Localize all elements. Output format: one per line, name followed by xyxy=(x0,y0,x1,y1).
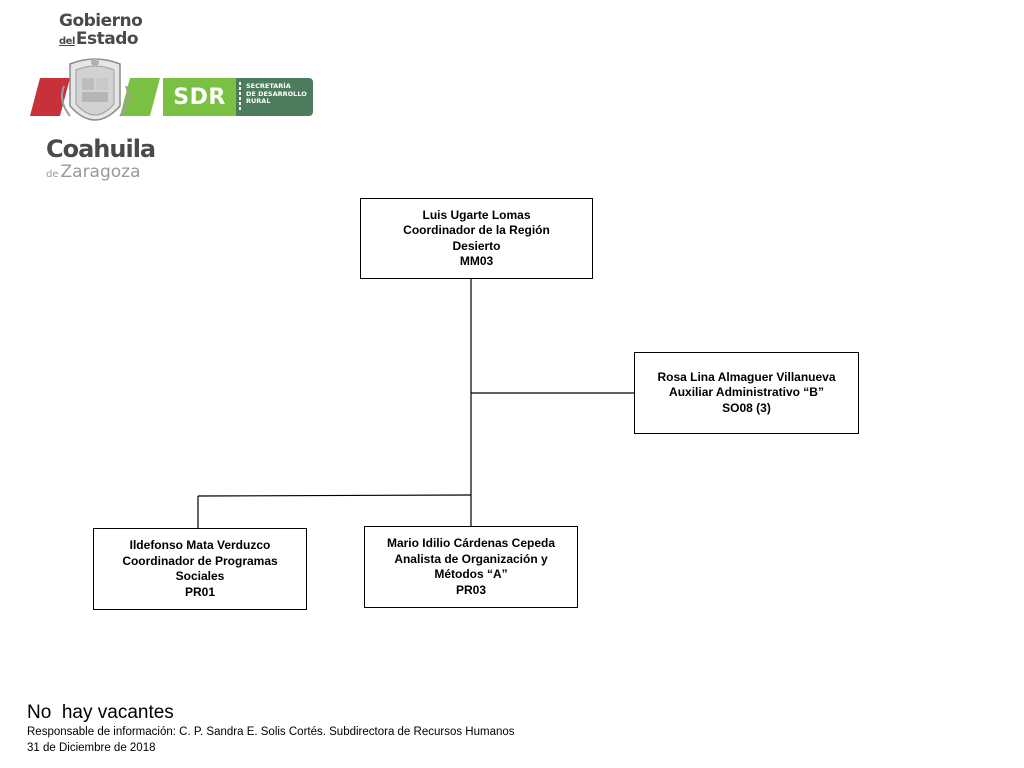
subordinate-2-name: Mario Idilio Cárdenas Cepeda xyxy=(386,536,556,550)
subordinate-2-title-2: Métodos “A” xyxy=(434,567,508,581)
report-date: 31 de Diciembre de 2018 xyxy=(27,742,156,754)
subordinate-1-name: Ildefonso Mata Verduzco xyxy=(129,538,271,552)
subordinate-1-title-2: Sociales xyxy=(175,569,225,583)
assistant-title: Auxiliar Administrativo “B” xyxy=(669,385,824,400)
sdr-badge: SDR SECRETARÍA DE DESARROLLO RURAL xyxy=(163,78,313,116)
vacancies-heading: No hay vacantes xyxy=(27,702,174,723)
coahuila-text: Coahuila xyxy=(46,135,156,163)
sdr-line-1: SECRETARÍA xyxy=(246,82,291,90)
assistant-name: Rosa Lina Almaguer Villanueva xyxy=(657,369,836,384)
de-text: de xyxy=(46,169,59,180)
coordinator-name: Luis Ugarte Lomas xyxy=(422,207,531,222)
org-box-assistant: Rosa Lina Almaguer Villanueva Auxiliar A… xyxy=(634,352,859,434)
sdr-line-2: DE DESARROLLO xyxy=(246,89,307,98)
subordinate-1-title-1: Coordinador de Programas xyxy=(122,553,278,568)
subordinate-1-code: PR01 xyxy=(184,584,216,599)
gobierno-text: Gobierno xyxy=(59,11,143,31)
connector-branch xyxy=(197,494,472,497)
coordinator-title-2: Desierto xyxy=(452,238,501,253)
org-box-subordinate-1: Ildefonso Mata Verduzco Coordinador de P… xyxy=(93,528,307,610)
sdr-abbrev: SDR xyxy=(163,78,236,116)
subordinate-2-title-1: Analista de Organización y xyxy=(394,551,548,566)
coahuila-seal-icon xyxy=(61,58,129,121)
org-box-subordinate-2: Mario Idilio Cárdenas Cepeda Analista de… xyxy=(364,526,578,608)
flag-stripe-graphic xyxy=(30,78,160,116)
org-box-coordinator: Luis Ugarte Lomas Coordinador de la Regi… xyxy=(360,198,593,279)
assistant-code: SO08 (3) xyxy=(722,400,771,415)
responsible-note: Responsable de información: C. P. Sandra… xyxy=(27,726,515,738)
coordinator-title-1: Coordinador de la Región xyxy=(403,223,550,237)
del-estado-text: delEstado xyxy=(59,30,142,51)
gobierno-del-estado-logo: Gobierno delEstado xyxy=(59,11,143,51)
subordinate-2-code: PR03 xyxy=(455,582,487,597)
sdr-full-name: SECRETARÍA DE DESARROLLO RURAL xyxy=(236,78,313,116)
zaragoza-text: Zaragoza xyxy=(60,162,141,182)
estado-text: Estado xyxy=(75,29,139,49)
coordinator-code: MM03 xyxy=(459,254,494,268)
sdr-line-3: RURAL xyxy=(246,97,271,105)
del-text: del xyxy=(59,36,75,47)
